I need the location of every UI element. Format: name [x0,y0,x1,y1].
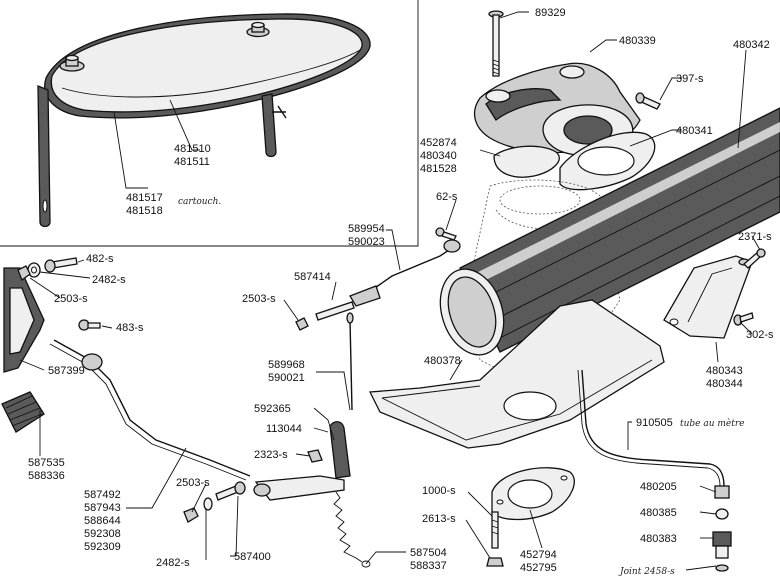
label-89329: 89329 [535,7,566,19]
label-joint: Joint 2458-s [618,567,675,577]
label-480343: 480343 [706,365,743,377]
inset-panel-border [0,0,419,247]
label-587943: 587943 [84,502,121,514]
flange-gasket-452794 [491,467,575,521]
label-587504: 587504 [410,547,447,559]
gasket-480341 [559,131,656,191]
pedal-lever-587535 [49,339,251,481]
pipe-910505 [577,369,725,487]
linkage-rod-589968 [346,312,354,411]
pedal-bracket-587399 [3,267,45,373]
label-480383: 480383 [640,533,677,545]
label-2503s-bottom: 2503-s [176,477,210,489]
label-481517: 481517 [126,192,163,204]
label-588337: 588337 [410,560,447,572]
label-397s: 397-s [676,73,704,85]
label-592309: 592309 [84,541,121,553]
bellcrank-592365 [253,421,351,501]
label-2371s: 2371-s [738,231,772,243]
label-592365: 592365 [254,403,291,415]
label-481518: 481518 [126,205,163,217]
label-910505: 910505 [636,417,673,429]
label-588336: 588336 [28,470,65,482]
label-589968: 589968 [268,359,305,371]
label-587399: 587399 [48,365,85,377]
label-480205: 480205 [640,481,677,493]
nut-2503s-mid [295,317,309,331]
screw-302s [733,312,754,326]
label-2503s-left: 2503-s [54,293,88,305]
label-481511: 481511 [174,156,210,168]
label-113044: 113044 [266,423,302,435]
gasket-452874 [493,145,560,178]
label-483s: 483-s [116,322,144,334]
label-tube-note: tube au mètre [680,418,745,429]
label-cartouche: cartouch. [178,197,221,207]
washer-2482s-bottom [203,497,213,511]
spring-587504 [333,491,371,568]
heat-shield-480378 [368,299,665,449]
label-452874: 452874 [420,137,457,149]
label-589954: 589954 [348,223,385,235]
union-480383 [712,531,732,572]
olive-480385 [715,508,729,520]
swivel-587414 [315,285,381,321]
label-62s: 62-s [436,191,458,203]
bolt-482s [44,257,78,273]
washer-2482s-top [27,262,41,278]
label-480378: 480378 [424,355,461,367]
label-480344: 480344 [706,378,743,390]
bracket-480343 [663,255,753,339]
label-588644: 588644 [84,515,121,527]
screw-2371s [743,248,766,269]
label-587414: 587414 [294,271,331,283]
label-1000s: 1000-s [422,485,456,497]
label-480339: 480339 [619,35,656,47]
label-480385: 480385 [640,507,677,519]
nut-2503s-left [17,265,31,282]
label-590021: 590021 [268,372,305,384]
stud-1000s [491,511,499,549]
nut-2503s-bottom [183,507,199,523]
screw-397s [635,92,661,110]
exhaust-manifold-480339 [473,62,641,157]
label-480340: 480340 [420,150,457,162]
fitting-480205 [714,485,730,499]
label-587535: 587535 [28,457,65,469]
label-482s: 482-s [86,253,114,265]
label-481528: 481528 [420,163,457,175]
tube-480342 [439,107,780,356]
label-590023: 590023 [348,236,385,248]
label-2323s: 2323-s [254,449,288,461]
label-452795: 452795 [520,562,557,574]
label-480341: 480341 [676,125,713,137]
label-2613s: 2613-s [422,513,456,525]
air-filter-cover [37,13,371,228]
label-592308: 592308 [84,528,121,540]
label-480342: 480342 [733,39,770,51]
nut-2323s [307,449,323,463]
label-2482s-bottom: 2482-s [156,557,190,569]
label-2482s-top: 2482-s [92,274,126,286]
bracket-62s [435,227,457,241]
label-481510: 481510 [174,143,211,155]
pedal-pad [1,391,45,433]
bolt-587400 [215,481,246,501]
part-labels: 89329 480339 480342 397-s 480341 452874 … [28,7,774,577]
label-587492: 587492 [84,489,121,501]
bolt-89329 [488,10,504,77]
label-302s: 302-s [746,329,774,341]
label-452794: 452794 [520,549,557,561]
leader-lines [19,11,761,571]
label-2503s-mid: 2503-s [242,293,276,305]
nut-2613s [486,557,504,567]
screw-483s [78,319,101,331]
label-587400: 587400 [234,551,271,563]
